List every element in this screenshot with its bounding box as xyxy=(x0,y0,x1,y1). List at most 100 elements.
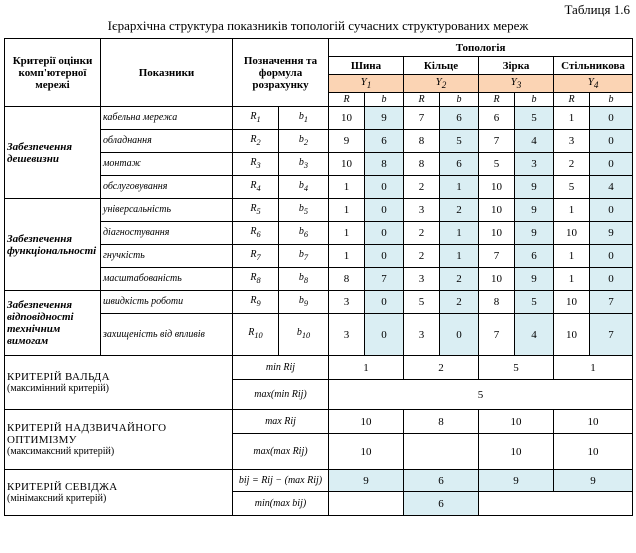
r-value: 10 xyxy=(478,267,515,291)
r-value: 3 xyxy=(403,313,440,356)
sub-col-label: b xyxy=(439,92,479,107)
topology-name: Стільникова xyxy=(552,56,634,75)
b-value: 1 xyxy=(439,175,479,199)
indicator-label: масштабованість xyxy=(100,267,233,291)
r-symbol: R8 xyxy=(232,267,279,291)
r-value: 1 xyxy=(553,106,590,130)
r-value: 8 xyxy=(403,129,440,153)
r-value: 8 xyxy=(328,267,365,291)
header-criteria: Критерії оцінки комп'ютерної мережі xyxy=(4,38,101,107)
criterion-result xyxy=(403,433,479,470)
b-value: 1 xyxy=(439,244,479,268)
sub-col-label: R xyxy=(478,92,515,107)
criterion-value: 1 xyxy=(552,355,634,380)
b-value: 2 xyxy=(439,290,479,314)
r-value: 3 xyxy=(403,267,440,291)
b-symbol: b10 xyxy=(278,313,329,356)
table-row: КРИТЕРІЙ ВАЛЬДА(максимінний критерій)min… xyxy=(4,355,634,410)
b-value: 0 xyxy=(364,221,404,245)
r-value: 1 xyxy=(328,221,365,245)
r-value: 10 xyxy=(328,106,365,130)
criterion-result xyxy=(477,491,634,516)
b-value: 6 xyxy=(439,152,479,176)
b-value: 0 xyxy=(588,267,634,291)
b-value: 0 xyxy=(588,244,634,268)
header-notation: Позначення та формула розрахунку xyxy=(232,38,329,107)
table-row: КРИТЕРІЙ СЕВІДЖА(мінімаксний критерій)bi… xyxy=(4,469,634,516)
b-value: 4 xyxy=(514,313,554,356)
r-value: 7 xyxy=(403,106,440,130)
r-value: 7 xyxy=(478,244,515,268)
r-value: 1 xyxy=(328,198,365,222)
b-symbol: b2 xyxy=(278,129,329,153)
r-value: 3 xyxy=(328,313,365,356)
topology-name: Кільце xyxy=(403,56,479,75)
r-value: 3 xyxy=(328,290,365,314)
b-symbol: b5 xyxy=(278,198,329,222)
r-value: 2 xyxy=(553,152,590,176)
indicator-label: обладнання xyxy=(100,129,233,153)
criterion-label: КРИТЕРІЙ НАДЗВИЧАЙНОГО ОПТИМІЗМУ(максима… xyxy=(4,409,233,470)
r-symbol: R9 xyxy=(232,290,279,314)
r-value: 5 xyxy=(478,152,515,176)
b-value: 0 xyxy=(588,106,634,130)
b-value: 0 xyxy=(364,175,404,199)
r-value: 1 xyxy=(553,244,590,268)
r-value: 2 xyxy=(403,175,440,199)
r-value: 1 xyxy=(328,244,365,268)
r-symbol: R6 xyxy=(232,221,279,245)
criterion-value: 10 xyxy=(328,409,404,434)
b-value: 4 xyxy=(588,175,634,199)
b-symbol: b8 xyxy=(278,267,329,291)
header-indicators: Показники xyxy=(100,38,233,107)
criterion-result: 6 xyxy=(403,491,479,516)
criterion-formula: bij = Rij − (max Rij) xyxy=(232,469,329,492)
r-symbol: R4 xyxy=(232,175,279,199)
table-row: КРИТЕРІЙ НАДЗВИЧАЙНОГО ОПТИМІЗМУ(максима… xyxy=(4,409,634,470)
r-symbol: R2 xyxy=(232,129,279,153)
b-value: 9 xyxy=(514,198,554,222)
sub-col-label: b xyxy=(588,92,634,107)
r-symbol: R5 xyxy=(232,198,279,222)
criterion-value: 5 xyxy=(478,355,554,380)
b-value: 9 xyxy=(514,175,554,199)
criterion-value: 9 xyxy=(478,469,554,492)
indicator-label: обслуговування xyxy=(100,175,233,199)
table-caption: Ієрархічна структура показників топологі… xyxy=(107,18,529,33)
b-value: 2 xyxy=(439,198,479,222)
r-value: 10 xyxy=(553,313,590,356)
indicator-label: універсальність xyxy=(100,198,233,222)
b-value: 0 xyxy=(588,198,634,222)
topology-y-label: Y1 xyxy=(328,74,404,93)
r-value: 6 xyxy=(478,106,515,130)
criterion-value: 10 xyxy=(552,409,634,434)
r-value: 3 xyxy=(553,129,590,153)
r-value: 1 xyxy=(328,175,365,199)
b-value: 0 xyxy=(588,129,634,153)
r-value: 2 xyxy=(403,244,440,268)
criterion-formula: max(min Rij) xyxy=(232,379,329,410)
b-symbol: b4 xyxy=(278,175,329,199)
table-number: Таблиця 1.6 xyxy=(564,2,630,17)
r-value: 3 xyxy=(403,198,440,222)
r-symbol: R10 xyxy=(232,313,279,356)
indicator-label: захищеність від впливів xyxy=(100,313,233,356)
r-value: 10 xyxy=(478,198,515,222)
r-value: 10 xyxy=(553,221,590,245)
b-value: 2 xyxy=(439,267,479,291)
b-value: 9 xyxy=(588,221,634,245)
criterion-result: 10 xyxy=(478,433,554,470)
sub-col-label: b xyxy=(364,92,404,107)
sub-col-label: R xyxy=(553,92,590,107)
r-value: 2 xyxy=(403,221,440,245)
r-value: 10 xyxy=(478,175,515,199)
criteria-group: Забезпечення відповідності технічним вим… xyxy=(4,290,101,356)
criterion-formula: min Rij xyxy=(232,355,329,380)
